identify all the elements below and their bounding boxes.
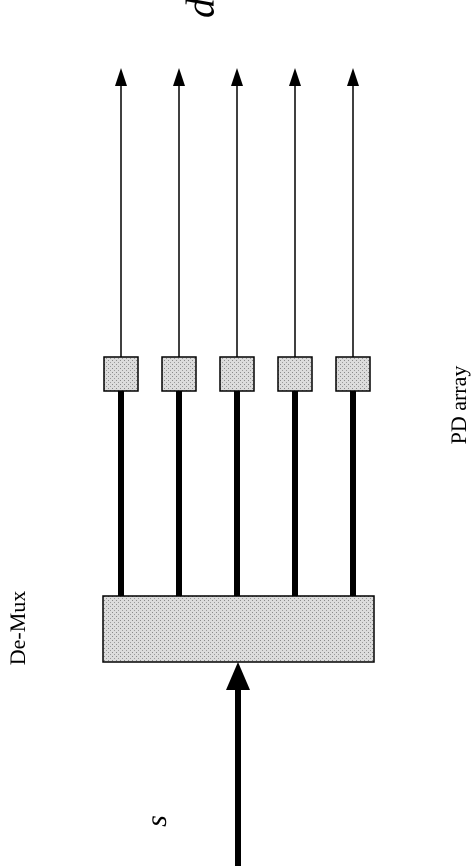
photodiode-box [335, 356, 371, 392]
demux-label: De-Mux [5, 590, 30, 666]
output-arrowhead [289, 68, 301, 86]
photodiode-box [219, 356, 255, 392]
input-signal [226, 662, 250, 866]
channels [103, 68, 371, 596]
output-arrowhead [347, 68, 359, 86]
input-signal-label: s [140, 815, 173, 827]
output-signal-label: d [177, 0, 223, 18]
output-arrowhead [173, 68, 185, 86]
photodiode-box [103, 356, 139, 392]
demux-block [102, 595, 375, 663]
photodiode-box [277, 356, 313, 392]
pd-array-label: PD array [446, 365, 471, 445]
input-arrowhead [226, 662, 250, 690]
output-arrowhead [231, 68, 243, 86]
photodiode-box [161, 356, 197, 392]
output-arrowhead [115, 68, 127, 86]
